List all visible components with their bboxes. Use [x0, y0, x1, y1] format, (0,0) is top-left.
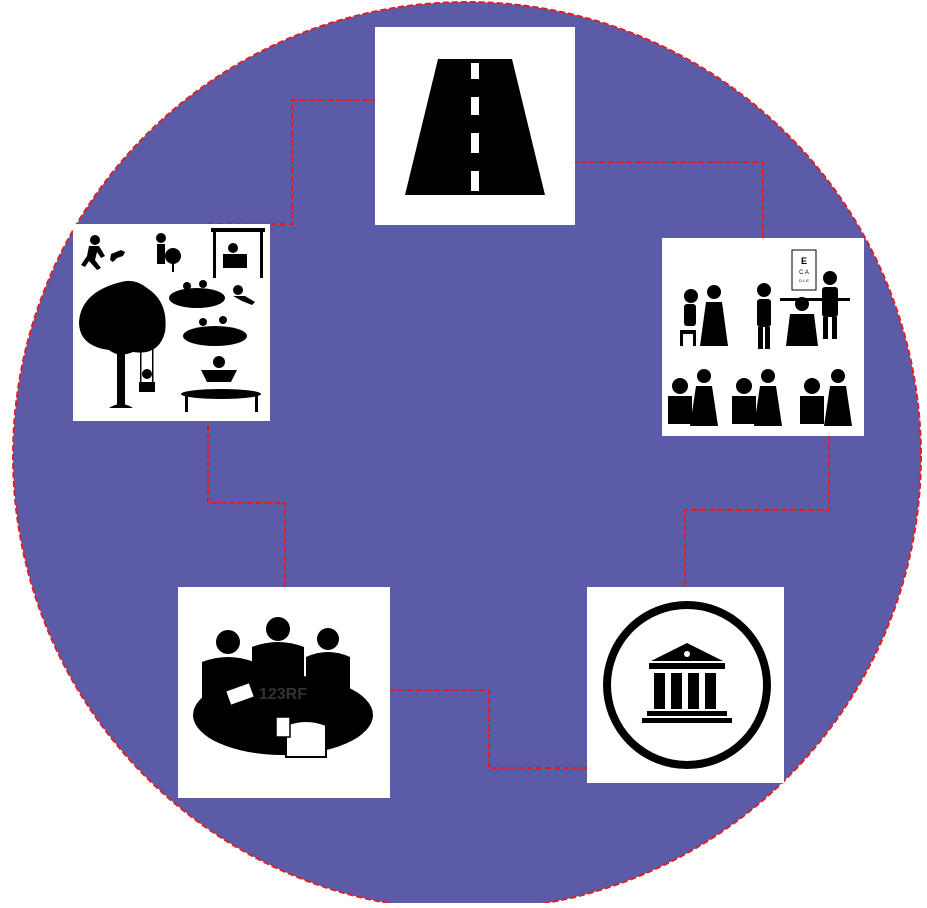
svg-text:C A: C A: [799, 270, 809, 276]
svg-text:D L E: D L E: [799, 278, 809, 283]
node-roads: [375, 27, 575, 225]
government-building-icon: [587, 587, 784, 783]
node-meeting: 123RF: [178, 587, 390, 798]
node-recreation: [73, 224, 270, 421]
svg-text:E: E: [801, 256, 807, 266]
node-government: [587, 587, 784, 783]
playground-recreation-icon: [73, 224, 270, 421]
road-icon: [375, 27, 575, 225]
node-health: E C A D L E: [662, 238, 864, 436]
health-care-icon: E C A D L E: [662, 238, 864, 436]
community-meeting-icon: 123RF: [178, 587, 390, 798]
watermark-label: 123RF: [259, 686, 307, 703]
